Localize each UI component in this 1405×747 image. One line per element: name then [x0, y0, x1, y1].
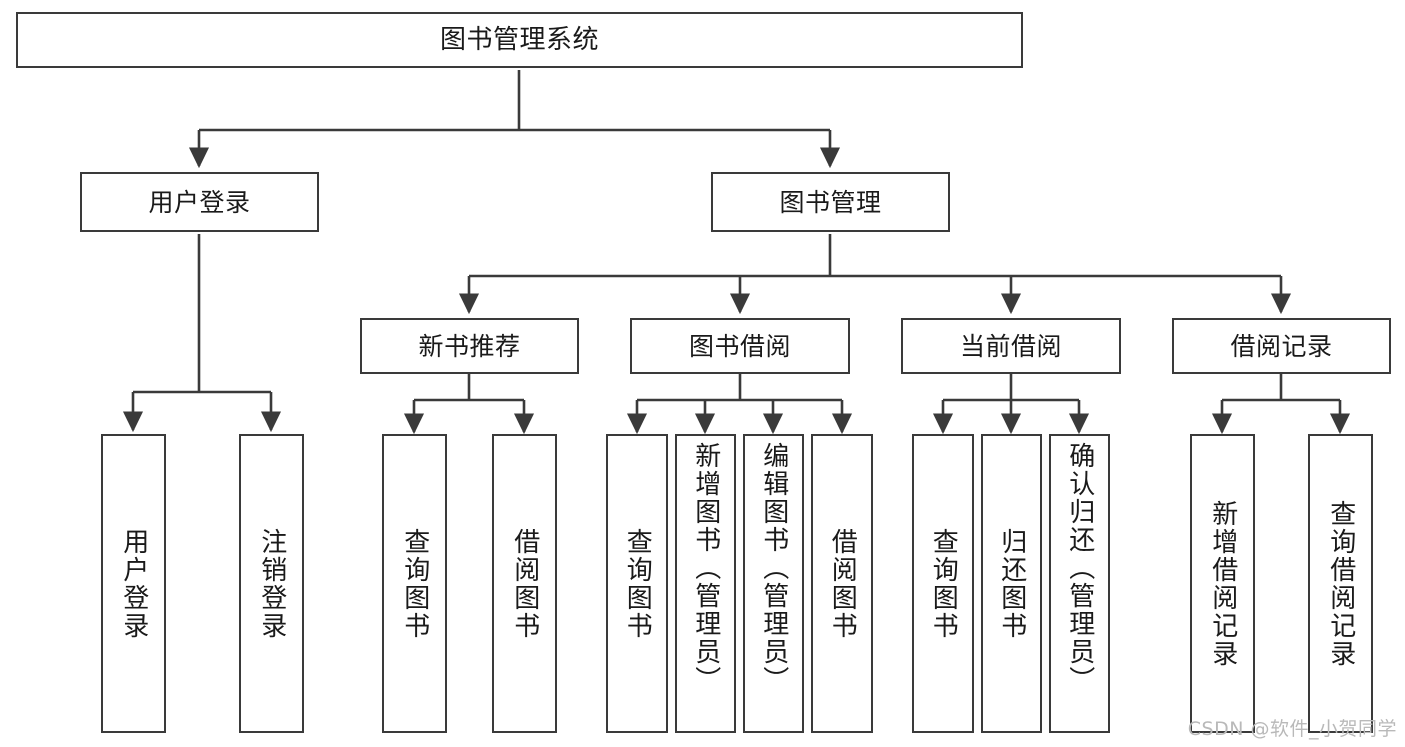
leaf-user-login[interactable]: 用户登录 [101, 434, 166, 733]
node-label: 图书管理 [779, 187, 882, 217]
csdn-watermark: CSDN @软件_小贺同学 [1187, 718, 1397, 740]
leaf-borrow-book[interactable]: 借阅图书 [811, 434, 873, 733]
leaf-return-book[interactable]: 归还图书 [981, 434, 1042, 733]
node-label: 借阅记录 [1230, 331, 1333, 361]
node-label: 借阅图书 [509, 527, 540, 640]
node-book-management[interactable]: 图书管理 [711, 172, 950, 232]
node-borrow-records[interactable]: 借阅记录 [1172, 318, 1391, 374]
node-label: 新增借阅记录 [1207, 499, 1238, 668]
node-label: 图书借阅 [688, 331, 791, 361]
leaf-add-borrow-record[interactable]: 新增借阅记录 [1190, 434, 1255, 733]
node-label: 用户登录 [118, 527, 149, 640]
leaf-borrow-book-recommend[interactable]: 借阅图书 [492, 434, 557, 733]
node-label: 新书推荐 [418, 331, 521, 361]
leaf-query-borrow-record[interactable]: 查询借阅记录 [1308, 434, 1373, 733]
node-label: 归还图书 [996, 527, 1027, 640]
node-new-book-recommend[interactable]: 新书推荐 [360, 318, 579, 374]
node-label: 用户登录 [148, 187, 251, 217]
node-label: 当前借阅 [959, 331, 1062, 361]
node-label: 新增图书（管理员） [690, 442, 721, 694]
node-root-system[interactable]: 图书管理系统 [16, 12, 1023, 68]
node-label: 查询图书 [399, 527, 430, 640]
leaf-query-book-current[interactable]: 查询图书 [912, 434, 974, 733]
leaf-query-book-borrow[interactable]: 查询图书 [606, 434, 668, 733]
leaf-user-logout[interactable]: 注销登录 [239, 434, 304, 733]
leaf-query-book-recommend[interactable]: 查询图书 [382, 434, 447, 733]
leaf-add-book-admin[interactable]: 新增图书（管理员） [675, 434, 736, 733]
node-label: 图书管理系统 [439, 24, 599, 55]
node-label: 编辑图书（管理员） [758, 442, 789, 694]
leaf-edit-book-admin[interactable]: 编辑图书（管理员） [743, 434, 804, 733]
node-label: 确认归还（管理员） [1064, 442, 1095, 694]
leaf-confirm-return-admin[interactable]: 确认归还（管理员） [1049, 434, 1110, 733]
node-user-login[interactable]: 用户登录 [80, 172, 319, 232]
node-book-borrow[interactable]: 图书借阅 [630, 318, 850, 374]
node-label: 借阅图书 [827, 527, 858, 640]
node-label: 查询借阅记录 [1325, 499, 1356, 668]
node-label: 查询图书 [622, 527, 653, 640]
node-label: 注销登录 [256, 527, 287, 640]
node-current-borrow[interactable]: 当前借阅 [901, 318, 1121, 374]
node-label: 查询图书 [928, 527, 959, 640]
